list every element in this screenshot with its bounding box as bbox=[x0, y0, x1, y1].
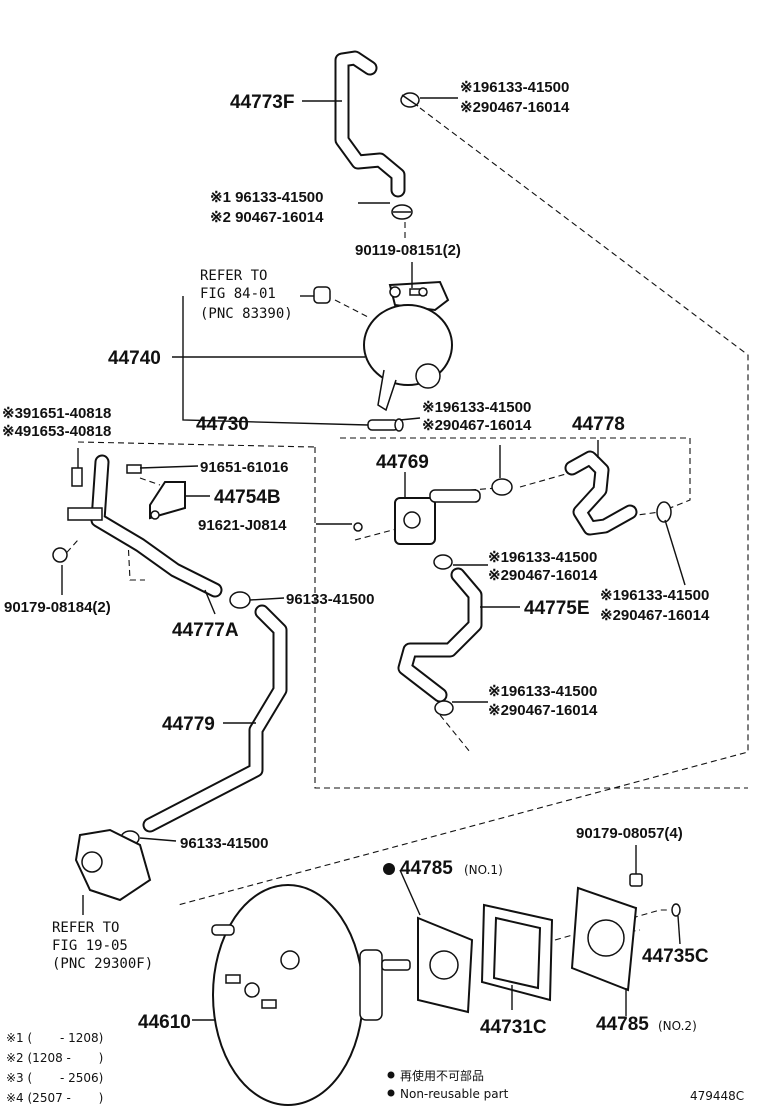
label-44740: 44740 bbox=[108, 348, 161, 369]
bolt-90119[interactable] bbox=[409, 287, 428, 297]
label-91651-40818: ※391651-40818 bbox=[2, 405, 111, 422]
bracket-44754B[interactable] bbox=[149, 481, 186, 520]
label-clamp-mid-1: ※196133-41500 bbox=[422, 399, 531, 416]
note-2: ※2 (1208 - ) bbox=[6, 1051, 103, 1065]
hose-44773F[interactable] bbox=[334, 50, 406, 198]
label-96133-b: 96133-41500 bbox=[180, 835, 268, 852]
gasket-44785-no2[interactable] bbox=[570, 886, 638, 992]
engine-port-fig19[interactable] bbox=[74, 828, 152, 902]
label-fig84-3: (PNC 83390) bbox=[200, 306, 293, 322]
nut-90179-08057[interactable] bbox=[629, 873, 643, 887]
label-clamp-b-2: ※290467-16014 bbox=[488, 702, 598, 719]
label-clamp-top-1: ※196133-41500 bbox=[460, 79, 569, 96]
label-44777A: 44777A bbox=[172, 620, 239, 641]
connector-44730[interactable] bbox=[367, 418, 404, 432]
label-91651-61016: 91651-61016 bbox=[200, 459, 288, 476]
brake-booster-44610[interactable] bbox=[211, 884, 411, 1106]
label-44769: 44769 bbox=[376, 452, 429, 473]
label-91653-40818: ※491653-40818 bbox=[2, 423, 111, 440]
pipe-44777A[interactable] bbox=[67, 454, 223, 598]
label-90179-08057: 90179-08057(4) bbox=[576, 825, 683, 842]
label-44785-no2-note: (NO.2) bbox=[658, 1019, 697, 1033]
spacer-44731C[interactable] bbox=[480, 903, 554, 1002]
note-1: ※1 ( - 1208) bbox=[6, 1031, 103, 1045]
label-fig84-2: FIG 84-01 bbox=[200, 286, 276, 302]
legend-jp: 再使用不可部品 bbox=[400, 1068, 484, 1083]
label-clamp-r-2: ※290467-16014 bbox=[488, 567, 598, 584]
nut-90179-08184[interactable] bbox=[52, 547, 68, 563]
label-fig19-3: (PNC 29300F) bbox=[52, 956, 153, 972]
label-fig19-1: REFER TO bbox=[52, 920, 119, 936]
clamp-44775E-top[interactable] bbox=[433, 554, 453, 570]
clamp-44779-top[interactable] bbox=[229, 591, 251, 609]
hose-44778[interactable] bbox=[564, 450, 638, 536]
clamp-top[interactable] bbox=[400, 92, 420, 108]
label-clamp-b-1: ※196133-41500 bbox=[488, 683, 597, 700]
label-44731C: 44731C bbox=[480, 1017, 547, 1038]
label-44785-no1: 44785 bbox=[400, 858, 453, 879]
label-44754B: 44754B bbox=[214, 487, 281, 508]
note-3: ※3 ( - 2506) bbox=[6, 1071, 103, 1085]
bolt-91651-61016[interactable] bbox=[126, 464, 142, 474]
label-alt-clamp-1: ※1 96133-41500 bbox=[210, 189, 324, 206]
label-clamp-c-1: ※196133-41500 bbox=[600, 587, 709, 604]
hose-44775E[interactable] bbox=[397, 567, 483, 703]
label-clamp-c-2: ※290467-16014 bbox=[600, 607, 710, 624]
label-fig84-1: REFER TO bbox=[200, 268, 267, 284]
label-91621-J0814: 91621-J0814 bbox=[198, 517, 287, 534]
gasket-44785-no1[interactable] bbox=[417, 916, 474, 1014]
label-clamp-mid-2: ※290467-16014 bbox=[422, 417, 532, 434]
label-alt-clamp-2: ※2 90467-16014 bbox=[210, 209, 324, 226]
label-44610: 44610 bbox=[138, 1012, 191, 1033]
label-44775E: 44775E bbox=[524, 598, 590, 619]
label-44735C: 44735C bbox=[642, 946, 709, 967]
clamp-44775E-bottom[interactable] bbox=[434, 700, 454, 716]
label-90179-08184: 90179-08184(2) bbox=[4, 599, 111, 616]
clamp-44778-left[interactable] bbox=[491, 478, 513, 496]
non-reusable-dot-44785 bbox=[383, 863, 395, 875]
label-44730: 44730 bbox=[196, 414, 249, 435]
label-fig19-2: FIG 19-05 bbox=[52, 938, 128, 954]
label-44785-no1-note: (NO.1) bbox=[464, 863, 503, 877]
label-clamp-top-2: ※290467-16014 bbox=[460, 99, 570, 116]
label-clamp-r-1: ※196133-41500 bbox=[488, 549, 597, 566]
legend-dot-jp bbox=[387, 1071, 395, 1079]
hose-44779[interactable] bbox=[142, 604, 288, 833]
label-44778: 44778 bbox=[572, 414, 625, 435]
clamp-44778-right[interactable] bbox=[656, 501, 672, 523]
label-90119: 90119-08151(2) bbox=[355, 242, 461, 259]
legend-dot-en bbox=[387, 1089, 395, 1097]
note-4: ※4 (2507 - ) bbox=[6, 1091, 103, 1105]
grommet-fig84[interactable] bbox=[313, 286, 331, 304]
check-valve-44769[interactable] bbox=[353, 489, 481, 545]
clamp-upper[interactable] bbox=[391, 204, 413, 220]
label-44785-no2: 44785 bbox=[596, 1014, 649, 1035]
label-44779: 44779 bbox=[162, 714, 215, 735]
vacuum-tank-44740[interactable] bbox=[363, 280, 453, 412]
non-reusable-marks bbox=[383, 863, 395, 1097]
leader-lines bbox=[61, 97, 686, 1021]
bolt-91651-40818[interactable] bbox=[71, 467, 83, 487]
label-96133-a: 96133-41500 bbox=[286, 591, 374, 608]
diagram-id: 479448C bbox=[690, 1089, 744, 1103]
clevis-44735C[interactable] bbox=[671, 903, 681, 917]
labels: 44773F ※196133-41500 ※290467-16014 ※1 96… bbox=[2, 79, 744, 1105]
legend-en: Non-reusable part bbox=[400, 1087, 509, 1101]
label-44773F: 44773F bbox=[230, 92, 294, 113]
